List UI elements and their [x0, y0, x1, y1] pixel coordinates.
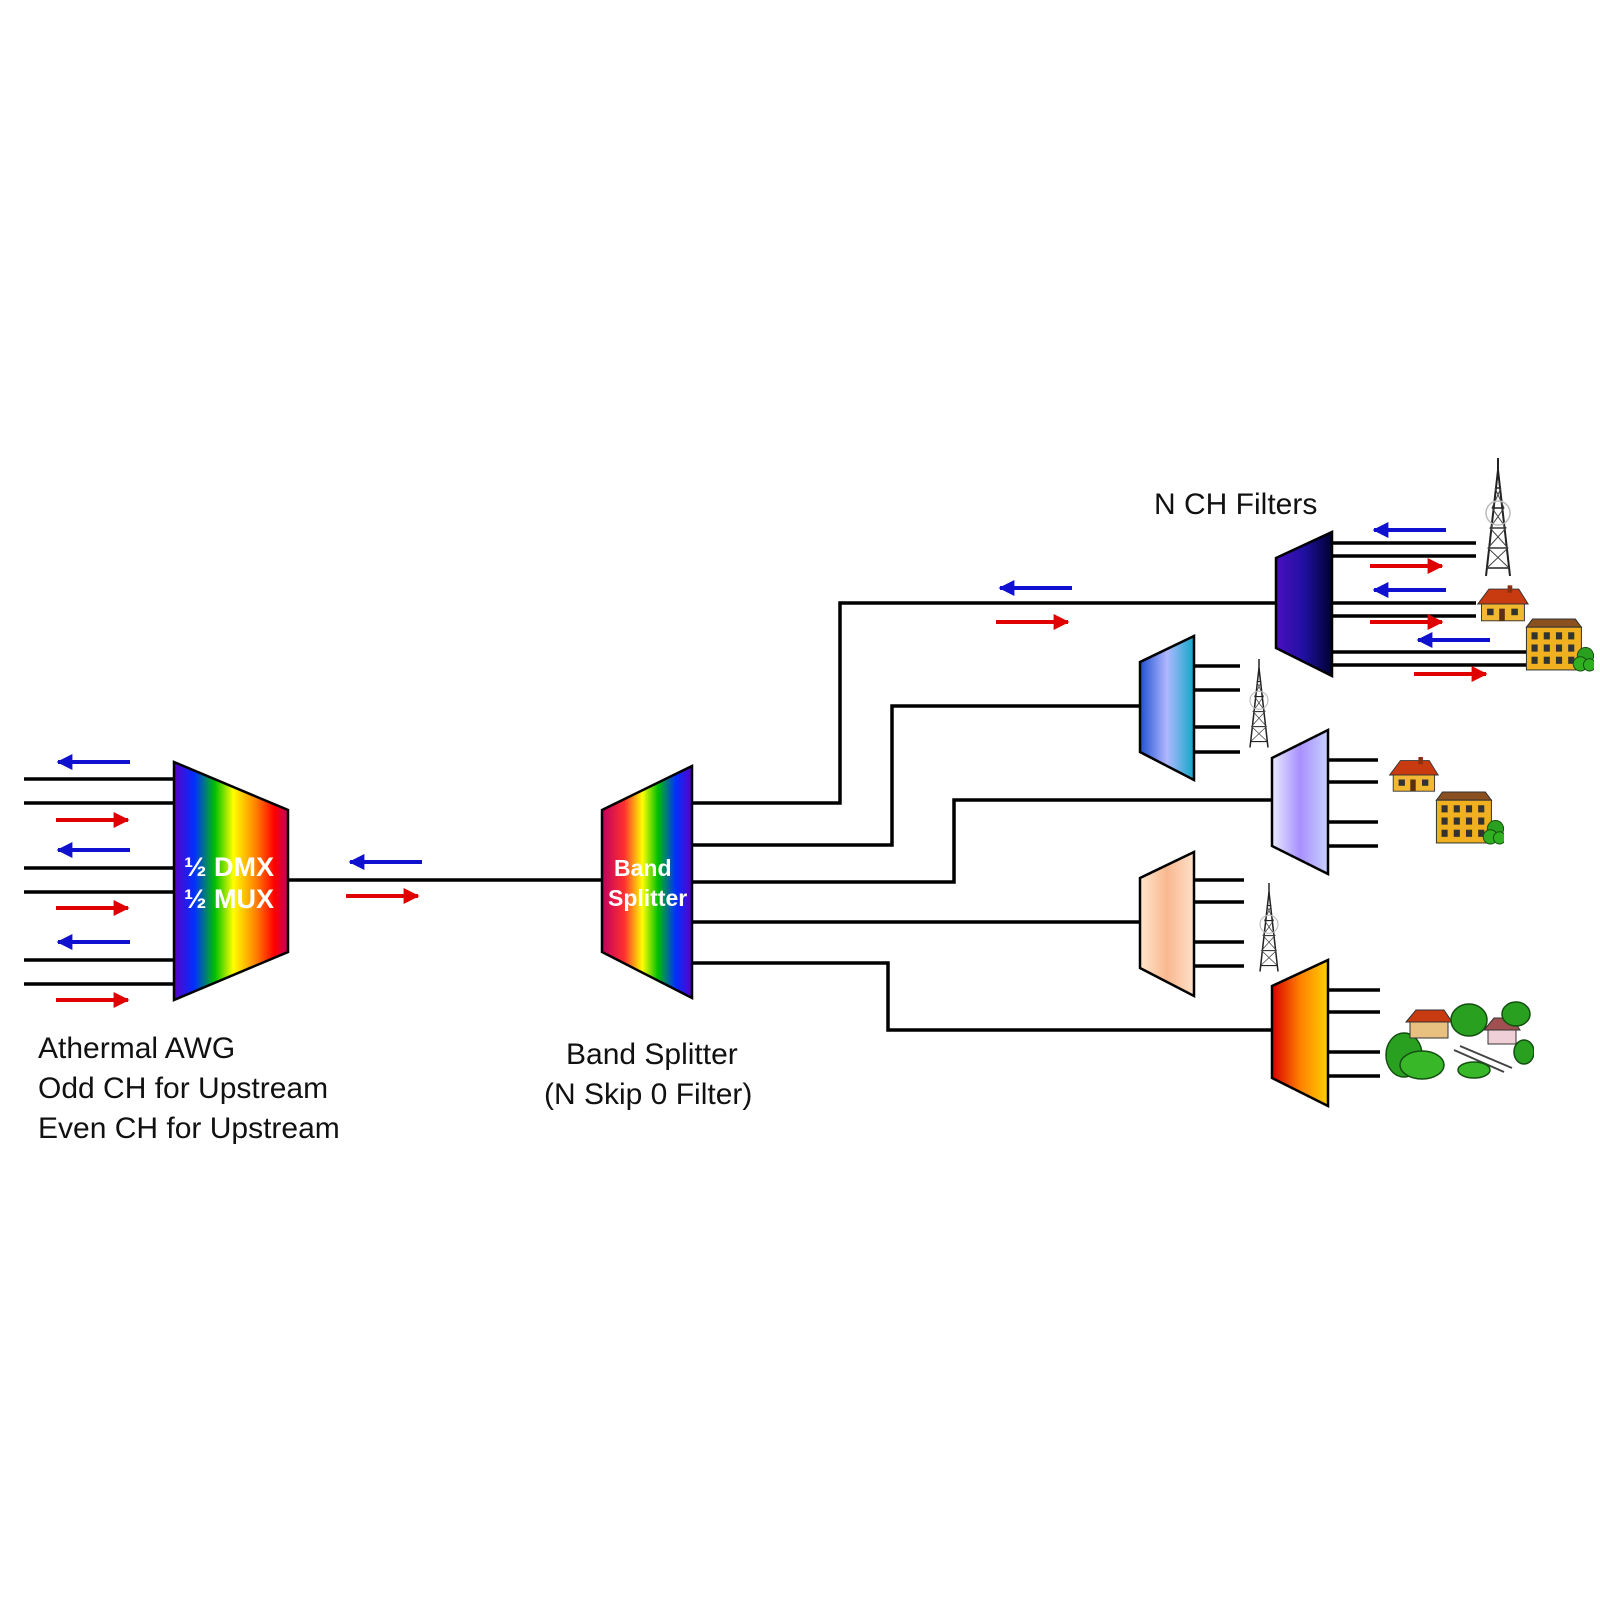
trunk-arrows [346, 854, 422, 904]
band-splitter: Band Splitter [600, 763, 694, 1001]
cell-tower-icon [1249, 658, 1269, 749]
band-splitter-caption: Band Splitter (N Skip 0 Filter) [544, 1038, 752, 1111]
ch-filter-dark-blue [1274, 458, 1594, 682]
ch-filter-lavender [1270, 727, 1504, 877]
cell-tower-icon [1259, 882, 1279, 973]
ch-filter-peach [1138, 850, 1279, 999]
awg-caption-line2: Odd CH for Upstream [38, 1072, 328, 1105]
village-icon [1385, 1001, 1534, 1080]
branch-fibers [692, 601, 1276, 1032]
branch-arrows [996, 580, 1072, 630]
cell-tower-icon [1485, 458, 1511, 577]
ch-filter-cyan [1138, 634, 1269, 783]
awg-caption: Athermal AWG Odd CH for Upstream Even CH… [38, 1032, 340, 1145]
awg-inner-line1: ½ DMX [184, 852, 274, 882]
apartment-building-icon [1435, 791, 1504, 845]
awg-caption-line3: Even CH for Upstream [38, 1112, 340, 1145]
awg-input-arrows [56, 754, 130, 1008]
awg-inner-line2: ½ MUX [184, 884, 274, 914]
ch-filter-fire [1270, 958, 1534, 1109]
apartment-building-icon [1525, 618, 1594, 672]
band-splitter-caption-line2: (N Skip 0 Filter) [544, 1078, 752, 1111]
athermal-awg: ½ DMX ½ MUX [172, 760, 290, 1002]
house-icon [1477, 585, 1529, 622]
band-splitter-inner-line1: Band [614, 855, 672, 881]
awg-caption-line1: Athermal AWG [38, 1032, 235, 1065]
band-splitter-caption-line1: Band Splitter [566, 1038, 738, 1071]
awg-input-fibers [24, 777, 174, 986]
band-splitter-inner-line2: Splitter [608, 885, 687, 911]
filters-label: N CH Filters [1154, 488, 1317, 521]
house-icon [1389, 757, 1439, 792]
